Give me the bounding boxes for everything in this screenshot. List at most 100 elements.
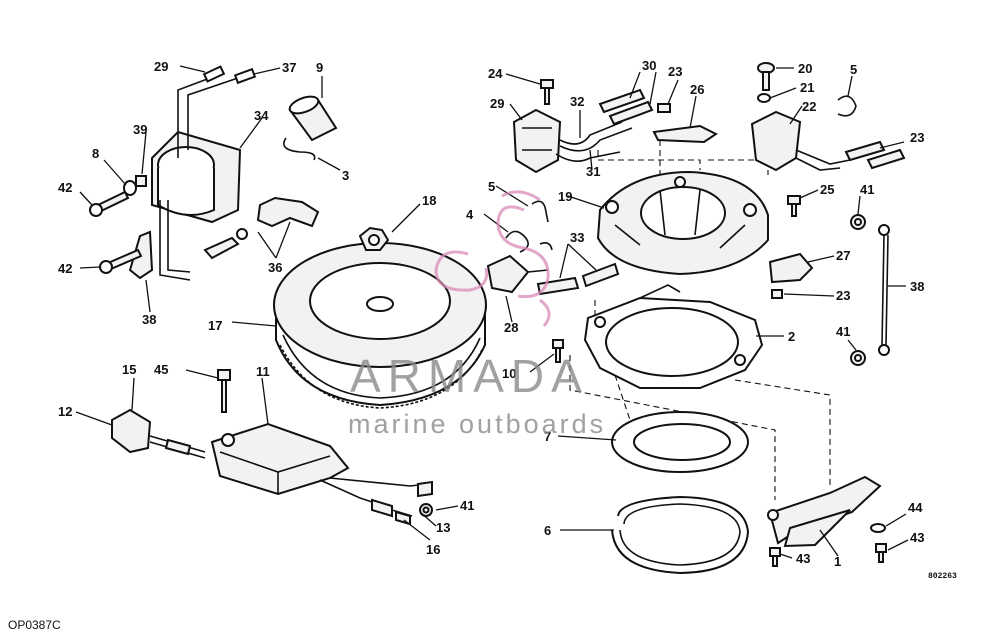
- callout-1: 1: [834, 554, 841, 569]
- screw-25: [787, 195, 801, 217]
- callout-40: 39: [133, 122, 147, 137]
- spring-5-left: [531, 200, 549, 223]
- coil-screw-lower: [99, 248, 143, 274]
- spring-ring: [611, 495, 750, 575]
- callout-4: 4: [466, 207, 474, 222]
- armada-logo-icon: [434, 190, 551, 327]
- callout-8: 8: [92, 146, 99, 161]
- callout-41-bottom: 41: [460, 498, 474, 513]
- sensor-coil: [486, 254, 620, 296]
- callout-13: 13: [436, 520, 450, 535]
- callout-7: 7: [544, 429, 551, 444]
- callout-33: 33: [570, 230, 584, 245]
- power-coil: [750, 110, 851, 172]
- callout-10: 10: [502, 366, 516, 381]
- screw-43-left: [769, 547, 781, 567]
- callout-19: 20: [798, 61, 812, 76]
- callout-35: 29: [154, 59, 168, 74]
- callout-30: 30: [642, 58, 656, 73]
- timer-base: [583, 284, 764, 389]
- callout-25: 25: [820, 182, 834, 197]
- wire-harness-13: [319, 477, 433, 518]
- stator-plate: [596, 170, 769, 276]
- watermark-tagline: marine outboards: [348, 409, 606, 439]
- screw-10: [552, 339, 564, 363]
- charge-coil: [512, 108, 633, 174]
- callout-28: 28: [504, 320, 518, 335]
- clip-3: [283, 137, 316, 161]
- callout-34: 34: [254, 108, 269, 123]
- callout-9: 9: [316, 60, 323, 75]
- callout-38: 38: [910, 279, 924, 294]
- callout-5-left: 5: [488, 179, 495, 194]
- nut-41-bottom: [419, 503, 433, 517]
- screw-45: [217, 369, 231, 413]
- callout-6: 6: [544, 523, 551, 538]
- callout-11: 11: [256, 364, 270, 379]
- washer-44: [870, 523, 886, 533]
- coil-terminal-35: [202, 65, 226, 83]
- callout-41-top: 41: [860, 182, 874, 197]
- watermark-brand: ARMADA: [350, 350, 589, 402]
- coil-connector-22: [844, 140, 906, 170]
- callout-29: 29: [490, 96, 504, 111]
- nut-41-mid: [850, 350, 866, 366]
- washer-20: [757, 93, 771, 103]
- callout-31: 31: [586, 164, 600, 179]
- retainer-ring: [611, 411, 749, 473]
- connector-30: [598, 88, 654, 126]
- callout-2: 2: [788, 329, 795, 344]
- screw-43-right: [875, 543, 887, 563]
- callout-5-right: 5: [850, 62, 857, 77]
- washer-8: [123, 180, 137, 196]
- screw-24: [540, 79, 554, 105]
- callout-42-lower: 42: [58, 261, 72, 276]
- leader-lines: [75, 65, 909, 559]
- callout-15: 16: [426, 542, 440, 557]
- callout-26: 26: [690, 82, 704, 97]
- coil-terminal-37: [233, 67, 257, 85]
- flywheel-nut: [358, 226, 390, 251]
- callout-21: 22: [802, 99, 816, 114]
- callout-12: 12: [58, 404, 72, 419]
- callout-18: 19: [558, 189, 572, 204]
- callout-23-bottom: 23: [836, 288, 850, 303]
- nut-41-top: [850, 214, 866, 230]
- callout-20: 21: [800, 80, 814, 95]
- ground-strap: [652, 124, 718, 144]
- callout-3: 3: [342, 168, 349, 183]
- callout-45: 45: [154, 362, 168, 377]
- callout-36: 36: [268, 260, 282, 275]
- callout-27: 27: [836, 248, 850, 263]
- callout-41-mid: 41: [836, 324, 850, 339]
- drawing-code: 802263: [928, 572, 957, 581]
- power-pack: [210, 422, 350, 496]
- screw-23-top: [657, 103, 671, 113]
- page-reference: OP0387C: [8, 618, 61, 632]
- nut-40: [135, 175, 147, 187]
- callout-37: 37: [282, 60, 296, 75]
- plug-wire-boot: [203, 196, 320, 260]
- callout-24: 24: [488, 66, 503, 81]
- callout-32: 32: [570, 94, 584, 109]
- screw-19: [757, 62, 775, 91]
- callout-22: 23: [910, 130, 924, 145]
- coil-screw-upper: [89, 190, 130, 217]
- screw-23-bottom: [771, 289, 783, 299]
- bracket-27: [768, 252, 814, 284]
- callout-17: 18: [422, 193, 436, 208]
- callout-44: 44: [908, 500, 923, 515]
- callout-14: 15: [122, 362, 136, 377]
- flywheel: [273, 242, 487, 409]
- throttle-arm: [767, 475, 882, 548]
- link-rod: [878, 224, 890, 356]
- callout-23-top: 23: [668, 64, 682, 79]
- callout-43-right: 43: [910, 530, 924, 545]
- callout-43-left: 43: [796, 551, 810, 566]
- spark-plug-boot: [288, 95, 338, 142]
- callout-16: 17: [208, 318, 222, 333]
- spring-5-right: [837, 95, 857, 117]
- callout-42-upper: 42: [58, 180, 72, 195]
